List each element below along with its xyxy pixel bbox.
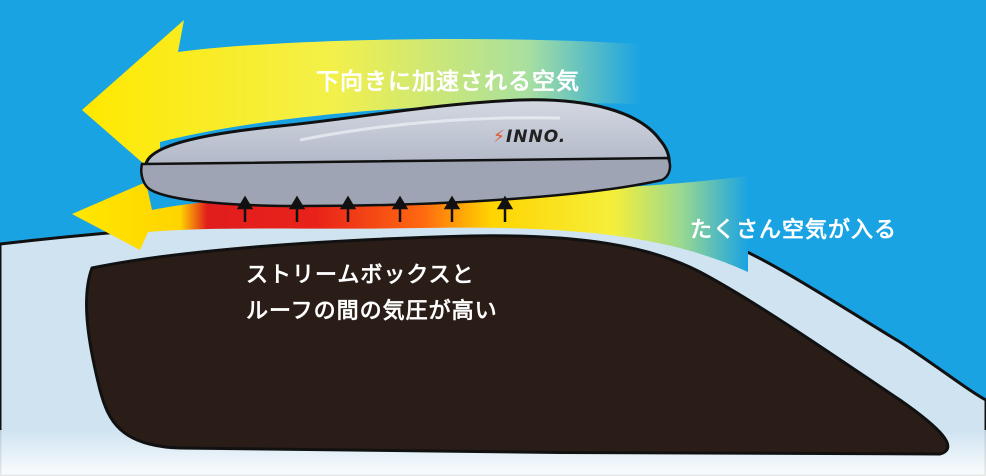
pressure-label-line2: ルーフの間の気圧が高い [246, 299, 498, 324]
pressure-arrow [339, 195, 357, 222]
pressure-arrow [496, 195, 514, 222]
roof-box-shine [299, 116, 561, 142]
pressure-arrow [391, 195, 409, 222]
brand-name: INNO. [505, 127, 567, 147]
pressure-arrow [443, 195, 461, 222]
pressure-arrow [288, 195, 306, 222]
top-flow-label: 下向きに加速される空気 [316, 69, 580, 95]
brand-logo: ⚡INNO. [493, 127, 566, 147]
pressure-label-line1: ストリームボックスと [246, 263, 475, 288]
top-flow-arrow [82, 20, 640, 178]
roof-box-rim [140, 156, 672, 208]
pressure-label: ストリームボックスと ルーフの間の気圧が高い [246, 258, 498, 330]
inflow-label: たくさん空気が入る [690, 218, 898, 243]
pressure-arrows [236, 195, 514, 222]
brand-mark-icon: ⚡ [493, 127, 506, 147]
pressure-arrow [236, 195, 254, 222]
car-window [85, 234, 950, 456]
